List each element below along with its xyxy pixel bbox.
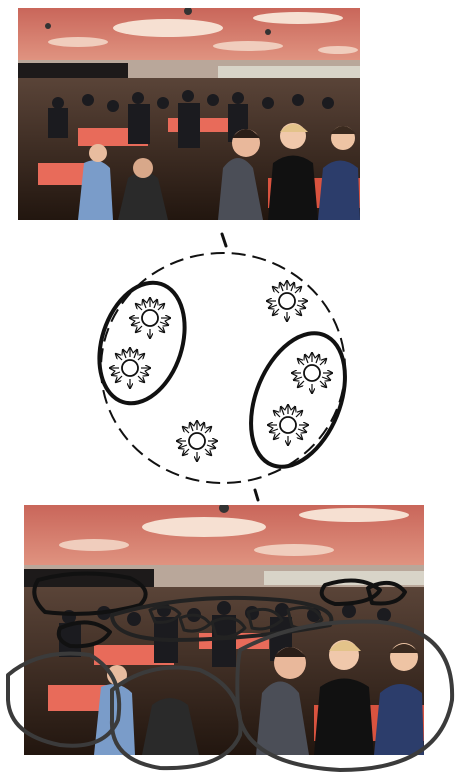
radiating-circle-icon [292,353,332,393]
radiating-circle-icon [268,405,308,445]
radiating-circle-icon [177,421,217,461]
radiating-circle-icon [130,298,170,338]
top-photo [18,8,360,220]
radiating-circle-icon [267,281,307,321]
restaurant-crowd-photo-icon [18,8,360,220]
bottom-photo [24,505,424,755]
radiating-circle-icon [110,348,150,388]
radiating-circles-sketch-icon [97,232,347,502]
annotated-restaurant-photo-icon [24,505,424,755]
